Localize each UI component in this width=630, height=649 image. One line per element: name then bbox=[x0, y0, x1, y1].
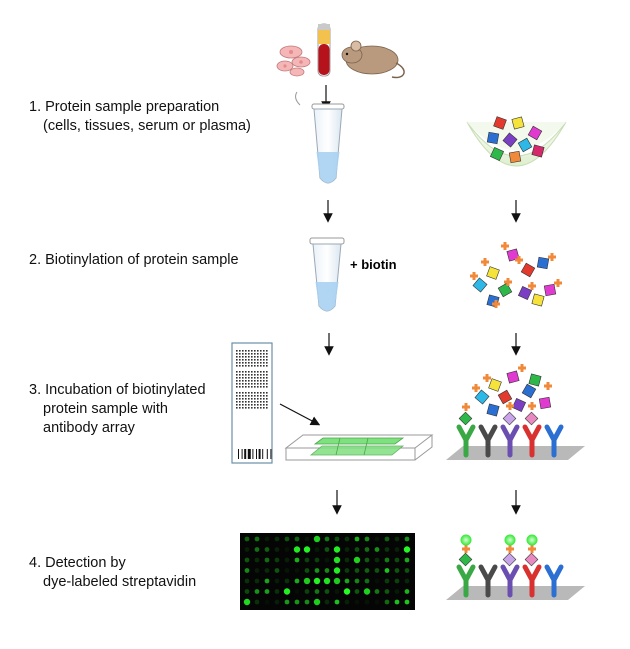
step-3-title: 3. Incubation of biotinylated bbox=[29, 382, 206, 398]
blood-tube-icon bbox=[317, 23, 331, 77]
step-2: 2. Biotinylation of protein sample bbox=[29, 251, 239, 270]
biotin-tube-icon bbox=[309, 237, 345, 312]
step-3: 3. Incubation of biotinylated protein sa… bbox=[29, 381, 206, 438]
labeled-antibody-array-icon bbox=[446, 534, 585, 600]
step-1-title: 1. Protein sample preparation bbox=[29, 99, 220, 115]
biotinylated-proteins-icon bbox=[470, 242, 562, 308]
step-4-line-1: dye-labeled streptavidin bbox=[43, 574, 197, 590]
mouse-icon bbox=[341, 40, 405, 79]
step-4: 4. Detection by dye-labeled streptavidin bbox=[29, 554, 196, 592]
biotin-label: + biotin bbox=[350, 257, 397, 272]
step-3-line-2: antibody array bbox=[43, 420, 135, 436]
step-1-line-1: (cells, tissues, serum or plasma) bbox=[43, 118, 251, 134]
cells-icon bbox=[276, 45, 311, 77]
fluorescence-scan-icon bbox=[240, 533, 415, 610]
array-slide-icon bbox=[231, 342, 273, 464]
antibody-array-icon bbox=[446, 364, 585, 460]
step-3-line-1: protein sample with bbox=[43, 401, 168, 417]
sample-tube-icon bbox=[295, 91, 345, 184]
protein-bowl-icon bbox=[466, 116, 567, 167]
step-2-title: 2. Biotinylation of protein sample bbox=[29, 252, 239, 268]
step-1: 1. Protein sample preparation (cells, ti… bbox=[29, 98, 251, 136]
slide-chamber-icon bbox=[284, 434, 434, 461]
step-4-title: 4. Detection by bbox=[29, 555, 126, 571]
